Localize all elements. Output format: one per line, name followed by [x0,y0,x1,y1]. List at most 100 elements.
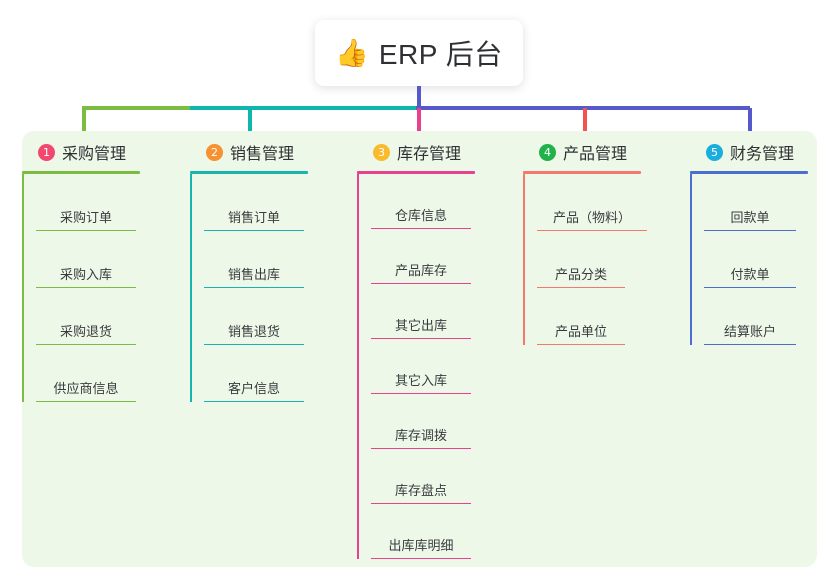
module-item[interactable]: 产品分类 [537,231,625,288]
connector-drop-col-3 [417,108,421,140]
connector-drop-col-4 [583,108,587,140]
module-item-label: 销售退货 [227,324,280,339]
module-item[interactable]: 销售出库 [204,231,304,288]
module-item[interactable]: 回款单 [704,174,796,231]
module-item-underline [36,400,136,402]
module-item[interactable]: 采购订单 [36,174,136,231]
module-item-label: 库存盘点 [394,483,447,498]
module-header-underline [22,171,140,174]
module-header-label: 销售管理 [230,146,295,163]
module-number-badge: 5 [706,143,723,161]
module-item-underline [371,557,471,559]
module-item-label: 供应商信息 [53,381,119,396]
module-header-underline [523,171,641,174]
module-item-label: 产品（物料） [552,210,631,225]
module-item[interactable]: 客户信息 [204,345,304,402]
connector-drop-col-5 [748,108,752,140]
module-item[interactable]: 产品库存 [371,229,471,284]
module-item-label: 其它出库 [394,318,447,333]
module-header-purchase[interactable]: 1 采购管理 [22,140,140,164]
module-spine [523,174,525,345]
module-item-underline [537,229,647,231]
module-item-label: 其它入库 [394,373,447,388]
module-item-underline [371,447,471,449]
module-item[interactable]: 销售退货 [204,288,304,345]
module-items-sales: 销售订单销售出库销售退货客户信息 [190,174,308,402]
module-item-label: 采购退货 [59,324,112,339]
module-item-underline [371,227,471,229]
module-item[interactable]: 库存调拨 [371,394,471,449]
module-item[interactable]: 库存盘点 [371,449,471,504]
thumbs-up-icon: 👍 [335,37,369,69]
module-item-underline [371,337,471,339]
module-item-underline [371,392,471,394]
module-item-underline [36,286,136,288]
module-item-label: 结算账户 [723,324,776,339]
module-item-label: 销售订单 [227,210,280,225]
connector-bus-green [82,106,192,110]
module-item-underline [204,400,304,402]
module-spine [190,174,192,402]
module-item[interactable]: 采购退货 [36,288,136,345]
module-items-purchase: 采购订单采购入库采购退货供应商信息 [22,174,140,402]
module-column-purchase: 1 采购管理采购订单采购入库采购退货供应商信息 [22,140,140,402]
module-items-inventory: 仓库信息产品库存其它出库其它入库库存调拨库存盘点出库库明细 [357,174,475,559]
module-header-finance[interactable]: 5 财务管理 [690,140,808,164]
connector-drop-col-1 [82,108,86,140]
module-item-label: 采购订单 [59,210,112,225]
module-item-underline [371,502,471,504]
module-header-underline [357,171,475,174]
module-item-label: 客户信息 [227,381,280,396]
module-item-label: 回款单 [730,210,770,225]
connector-main-stem [417,86,421,108]
module-number-badge: 2 [206,143,223,161]
module-item-underline [704,286,796,288]
module-items-finance: 回款单付款单结算账户 [690,174,808,345]
module-item-underline [36,343,136,345]
module-item-underline [204,229,304,231]
module-item[interactable]: 采购入库 [36,231,136,288]
module-number-badge: 1 [38,143,55,161]
connector-drop-col-2 [248,108,252,140]
module-item[interactable]: 仓库信息 [371,174,471,229]
module-item[interactable]: 供应商信息 [36,345,136,402]
module-header-label: 采购管理 [62,146,127,163]
module-header-label: 财务管理 [730,146,795,163]
module-item-label: 付款单 [730,267,770,282]
module-item[interactable]: 产品（物料） [537,174,647,231]
module-item-underline [704,229,796,231]
module-item[interactable]: 销售订单 [204,174,304,231]
module-item-label: 出库库明细 [388,538,454,553]
module-item-underline [371,282,471,284]
module-item-underline [537,343,625,345]
module-item-label: 库存调拨 [394,428,447,443]
module-item-label: 产品单位 [554,324,607,339]
module-item[interactable]: 产品单位 [537,288,625,345]
module-number-badge: 4 [539,143,556,161]
module-item[interactable]: 其它出库 [371,284,471,339]
module-header-sales[interactable]: 2 销售管理 [190,140,308,164]
module-item[interactable]: 付款单 [704,231,796,288]
module-item[interactable]: 出库库明细 [371,504,471,559]
module-item[interactable]: 其它入库 [371,339,471,394]
module-column-sales: 2 销售管理销售订单销售出库销售退货客户信息 [190,140,308,402]
connector-bus-teal [190,106,418,110]
module-item-label: 销售出库 [227,267,280,282]
module-header-underline [690,171,808,174]
module-item-underline [704,343,796,345]
module-item-label: 采购入库 [59,267,112,282]
module-spine [690,174,692,345]
module-item-label: 仓库信息 [394,208,447,223]
module-header-label: 库存管理 [397,146,462,163]
module-column-finance: 5 财务管理回款单付款单结算账户 [690,140,808,345]
page-title: ERP 后台 [378,39,503,70]
module-spine [357,174,359,559]
module-item-underline [204,343,304,345]
module-item-underline [36,229,136,231]
module-item[interactable]: 结算账户 [704,288,796,345]
